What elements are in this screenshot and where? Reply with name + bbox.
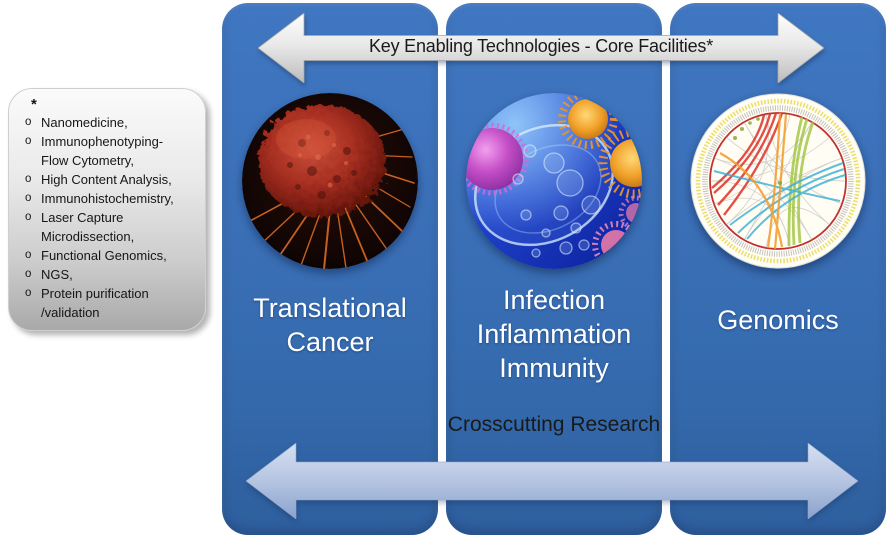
list-item-label: Immunophenotyping- Flow Cytometry, (41, 134, 164, 168)
top-arrow-label: Key Enabling Technologies - Core Facilit… (368, 36, 714, 56)
list-item: o NGS, (23, 265, 199, 284)
pillar-label: Translational Cancer (253, 293, 407, 357)
bullet-icon: o (25, 173, 32, 185)
cells-and-viruses-photo (466, 93, 642, 269)
bullet-icon: o (25, 287, 32, 299)
list-item-label: Protein purification /validation (41, 286, 149, 320)
crosscutting-research-arrow (246, 443, 858, 519)
double-arrow-shape (246, 443, 858, 519)
cancer-cell-photo (242, 93, 418, 269)
list-item: o Functional Genomics, (23, 246, 199, 265)
pillar-genomics: Genomics (670, 3, 886, 535)
key-enabling-technologies-arrow (258, 13, 824, 83)
list-item: o Protein purification /validation (23, 284, 199, 322)
list-item: o Immunohistochemistry, (23, 189, 199, 208)
bullet-icon: o (25, 116, 32, 128)
pillar-infection-inflammation-immunity: Infection Inflammation Immunity (446, 3, 662, 535)
list-item-label: Nanomedicine, (41, 115, 128, 130)
double-arrow-shape (258, 13, 824, 83)
footnote-asterisk: * (31, 96, 37, 113)
list-item-label: Immunohistochemistry, (41, 191, 174, 206)
bullet-icon: o (25, 211, 32, 223)
circos-genome-plot (690, 93, 866, 269)
core-facilities-footnote: * o Nanomedicine, o Immunophenotyping- F… (8, 88, 206, 331)
bullet-icon: o (25, 135, 32, 147)
list-item: o Immunophenotyping- Flow Cytometry, (23, 132, 199, 170)
list-item: o Nanomedicine, (23, 113, 199, 132)
bullet-icon: o (25, 192, 32, 204)
list-item-label: Laser Capture Microdissection, (41, 210, 135, 244)
list-item: o Laser Capture Microdissection, (23, 208, 199, 246)
crosscutting-research-label: Crosscutting Research (447, 413, 661, 436)
bullet-icon: o (25, 268, 32, 280)
list-item-label: NGS, (41, 267, 73, 282)
list-item-label: Functional Genomics, (41, 248, 167, 263)
list-item: o High Content Analysis, (23, 170, 199, 189)
pillar-label: Infection Inflammation Immunity (476, 285, 632, 383)
pillar-translational-cancer: Translational Cancer (222, 3, 438, 535)
bullet-icon: o (25, 249, 32, 261)
pillar-label: Genomics (717, 305, 839, 335)
list-item-label: High Content Analysis, (41, 172, 172, 187)
